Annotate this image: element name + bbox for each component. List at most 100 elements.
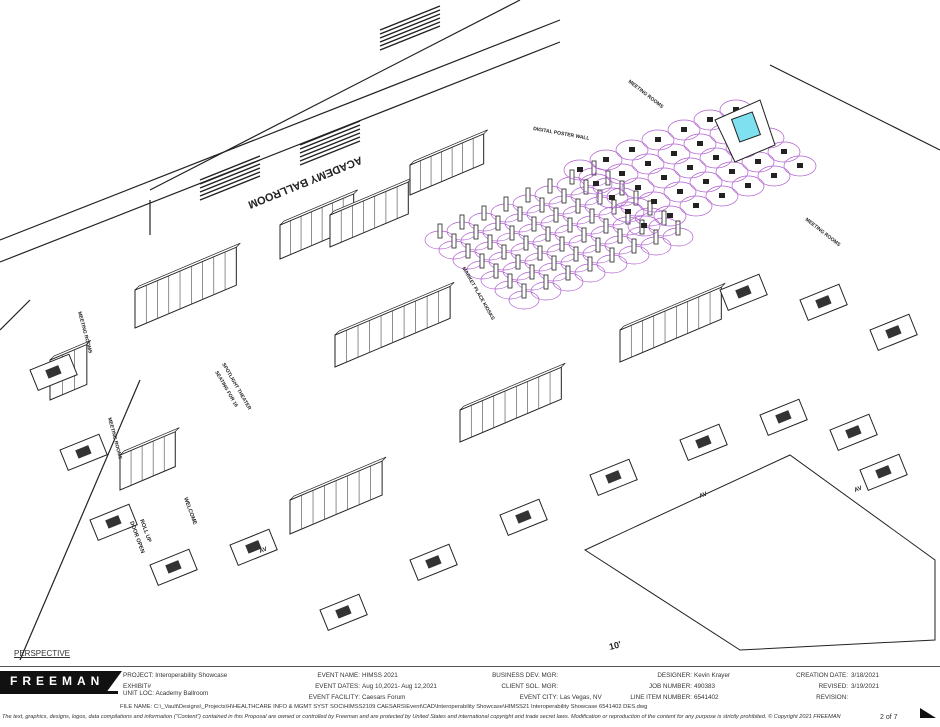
facility-label: EVENT FACILITY: <box>308 694 360 701</box>
revised-value: 3/19/2021 <box>851 683 880 690</box>
seating-row <box>379 5 441 31</box>
event-name-label: EVENT NAME: <box>317 672 360 679</box>
kiosk-stand <box>547 178 553 194</box>
venue-walls <box>0 0 940 661</box>
meeting-room <box>719 273 768 312</box>
kiosk-stand <box>587 256 593 272</box>
lounge-zone-circle <box>667 119 701 141</box>
kiosk-stand <box>567 217 573 233</box>
lounge-zone-circle <box>631 153 665 175</box>
kiosk-stand <box>545 226 551 242</box>
lounge-chair <box>733 107 739 112</box>
lounge-zone-circle <box>627 215 661 237</box>
kiosk-stand <box>451 233 457 249</box>
kiosk-stand <box>523 235 529 251</box>
seating-row <box>299 128 361 154</box>
city-value: Las Vegas, NV <box>560 694 602 701</box>
kiosk-stand <box>543 274 549 290</box>
facility-value: Caesars Forum <box>362 694 406 701</box>
line-item-label: LINE ITEM NUMBER: <box>630 694 692 701</box>
kiosk-stand <box>573 246 579 262</box>
logo-underline <box>0 691 118 694</box>
lounge-chair <box>661 175 667 180</box>
lounge-chair <box>797 163 803 168</box>
seating-row <box>199 155 261 181</box>
seating-row <box>299 124 361 150</box>
kiosk-stand <box>603 218 609 234</box>
kiosk-stand <box>565 265 571 281</box>
lounge-zone-circle <box>563 159 597 181</box>
lounge-chair <box>651 199 657 204</box>
job-label: JOB NUMBER: <box>648 683 692 690</box>
booth <box>334 282 455 368</box>
wall-line <box>0 19 561 241</box>
room-table <box>245 540 262 554</box>
seating-row <box>199 175 261 201</box>
label-dimension: 10' <box>608 639 622 652</box>
wall-line <box>0 41 561 263</box>
label-welcome: WELCOME <box>182 497 198 526</box>
seating-row <box>199 159 261 185</box>
lounge-chair <box>693 203 699 208</box>
booth-panel <box>134 246 237 329</box>
seating-row <box>379 25 441 51</box>
booth-panel <box>619 286 722 363</box>
creation-date-value: 3/18/2021 <box>851 672 880 679</box>
lounge-zone-circle <box>615 139 649 161</box>
kiosk-zones <box>424 99 817 310</box>
unit-loc-field: UNIT LOC: Academy Ballroom <box>123 690 209 697</box>
room-table <box>45 365 62 379</box>
lounge-chair <box>641 223 647 228</box>
kiosk-stand <box>537 245 543 261</box>
label-kiosks: MARKET PLACE KIOSKS <box>460 266 496 322</box>
lounge-zone-circle <box>611 201 645 223</box>
meeting-room <box>829 413 878 452</box>
lounge-zone-circle <box>731 175 765 197</box>
room-table <box>775 410 792 424</box>
lounge-zone-circle <box>653 205 687 227</box>
kiosk-stand <box>501 244 507 260</box>
file-name: FILE NAME: C:\_Vault\Designs\_Projects\H… <box>120 704 648 710</box>
lounge-zone-circle <box>689 171 723 193</box>
kiosk-stand <box>507 273 513 289</box>
kiosk-stand <box>559 236 565 252</box>
lounge-zone-circle <box>589 149 623 171</box>
kiosk-stand <box>531 216 537 232</box>
booth-panel <box>329 181 409 248</box>
kiosk-stand <box>605 170 611 186</box>
kiosk-stand <box>561 188 567 204</box>
seating-row <box>199 163 261 189</box>
kiosk-stand <box>473 224 479 240</box>
lounge-zone-circle <box>663 181 697 203</box>
lounge-chair <box>609 195 615 200</box>
line-item-value: 6541402 <box>694 694 719 701</box>
booth <box>329 177 413 248</box>
lounge-chair <box>745 183 751 188</box>
kiosk-stand <box>647 200 653 216</box>
event-dates-value: Aug 10,2021- Aug 12,2021 <box>362 683 437 690</box>
exhibit-field: EXHIBIT# <box>123 683 151 690</box>
freeman-logo: FREEMAN <box>0 671 122 691</box>
lounge-zone-circle <box>647 167 681 189</box>
lounge-zone-circle <box>783 155 817 177</box>
kiosk-stand <box>495 215 501 231</box>
kiosk-stand <box>509 225 515 241</box>
kiosk-stand <box>581 227 587 243</box>
stage <box>714 99 776 163</box>
kiosk-stand <box>539 197 545 213</box>
room-table <box>605 470 622 484</box>
lounge-chair <box>729 169 735 174</box>
meeting-room <box>589 458 638 497</box>
label-poster-wall: DIGITAL POSTER WALL <box>533 126 590 142</box>
label-av-1: AV <box>259 547 268 555</box>
meeting-room <box>679 423 728 462</box>
perimeter-rooms <box>29 273 918 632</box>
seating-row <box>379 9 441 35</box>
lounge-zone-circle <box>657 143 691 165</box>
lounge-zone-circle <box>715 161 749 183</box>
wall-line <box>0 299 31 331</box>
lounge-zone-circle <box>679 195 713 217</box>
meeting-room <box>59 433 108 472</box>
kiosk-stand <box>493 263 499 279</box>
lounge-zone-circle <box>673 157 707 179</box>
